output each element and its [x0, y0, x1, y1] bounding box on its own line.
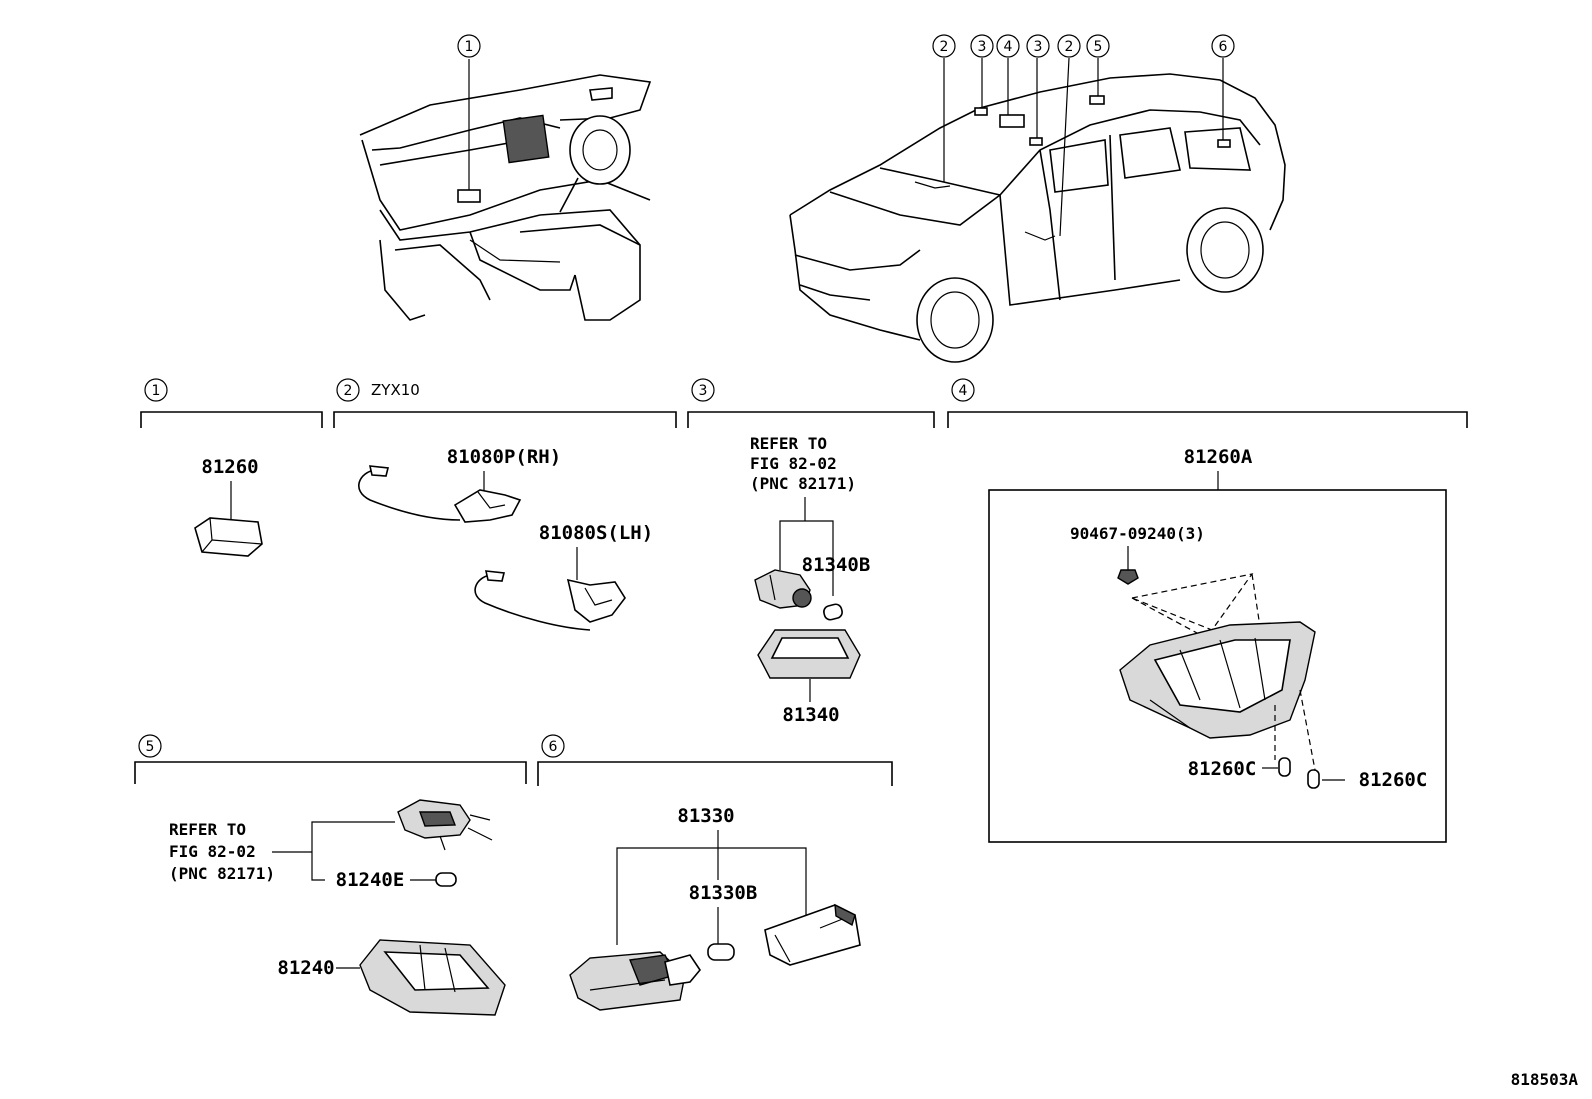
- part-81330-socket-drawing: [664, 954, 701, 986]
- part-81330-housing-drawing: [764, 903, 861, 966]
- group-4: 4 81260A 90467-09240(3) 81260C: [947, 378, 1468, 843]
- part-81330B-bulb-drawing: [707, 943, 735, 961]
- part-number-81260A: 81260A: [1184, 446, 1253, 468]
- part-number-81260: 81260: [201, 456, 258, 478]
- group-2: 2 ZYX10 81080P(RH) 81080S(LH): [333, 378, 677, 631]
- callout-number: 3: [1034, 39, 1043, 55]
- part-81260A-housing-drawing: [1119, 621, 1316, 739]
- callout-number: 2: [1065, 39, 1074, 55]
- callout-number: 6: [1219, 39, 1228, 55]
- callout-circle: [1086, 34, 1110, 58]
- part-81340-lens-drawing: [757, 629, 861, 679]
- part-number-81340B: 81340B: [802, 554, 871, 576]
- callout-circle: [457, 34, 481, 58]
- part-81080P-drawing: [358, 465, 522, 523]
- group-bracket: [134, 761, 527, 784]
- group-number-circle: [144, 378, 168, 402]
- group-number: 2: [344, 383, 353, 399]
- group-6: 6 81330 81330B: [537, 734, 893, 1011]
- callout-number: 1: [465, 39, 474, 55]
- group-number-circle: [691, 378, 715, 402]
- refer-note-line: (PNC 82171): [169, 864, 275, 883]
- part-81080S-drawing: [474, 570, 626, 631]
- refer-note-line: (PNC 82171): [750, 474, 856, 493]
- part-number-81240: 81240: [277, 957, 334, 979]
- assembly-frame: [988, 489, 1447, 843]
- part-number-81080P: 81080P(RH): [447, 446, 561, 468]
- callout-circle: [1211, 34, 1235, 58]
- group-number: 1: [152, 383, 161, 399]
- interior-dashboard-illustration: [359, 59, 652, 321]
- figure-id: 818503A: [1511, 1070, 1579, 1089]
- part-number-81260C-left: 81260C: [1188, 758, 1257, 780]
- group-number-circle: [951, 378, 975, 402]
- part-81240E-bulb-drawing: [435, 872, 457, 887]
- group-bracket: [537, 761, 893, 786]
- group-number: 4: [959, 383, 968, 399]
- callout-number: 4: [1004, 39, 1013, 55]
- part-81260C-bulb-right-drawing: [1307, 769, 1320, 789]
- callout-circle: [1057, 34, 1081, 58]
- callout-circle: [1026, 34, 1050, 58]
- part-90467-screw-drawing: [1117, 569, 1139, 585]
- group-label: ZYX10: [371, 381, 420, 399]
- group-bracket: [947, 411, 1468, 428]
- callout-circle: [996, 34, 1020, 58]
- part-81240-lens-drawing: [359, 939, 506, 1016]
- part-81330-lens-drawing: [569, 951, 686, 1011]
- group-bracket: [140, 411, 323, 428]
- group-number: 6: [549, 739, 558, 755]
- part-socket-g5-drawing: [397, 799, 493, 851]
- group-5: 5 REFER TO FIG 82-02 (PNC 82171) 81240E …: [134, 734, 527, 1016]
- callout-number: 3: [978, 39, 987, 55]
- group-bracket: [687, 411, 935, 428]
- refer-note-line: REFER TO: [169, 820, 246, 839]
- car-illustration: [789, 57, 1286, 363]
- part-number-81330: 81330: [677, 805, 734, 827]
- refer-note-line: FIG 82-02: [750, 454, 837, 473]
- group-number: 3: [699, 383, 708, 399]
- callout-number: 5: [1094, 39, 1103, 55]
- part-socket-drawing: [754, 569, 812, 609]
- group-3: 3 REFER TO FIG 82-02 (PNC 82171) 81340B …: [687, 378, 935, 726]
- part-number-81080S: 81080S(LH): [539, 522, 653, 544]
- callout-number: 2: [940, 39, 949, 55]
- group-number-circle: [138, 734, 162, 758]
- callout-circle: [970, 34, 994, 58]
- part-number-81330B: 81330B: [689, 882, 758, 904]
- part-number-81340: 81340: [782, 704, 839, 726]
- part-81260C-bulb-left-drawing: [1278, 757, 1291, 777]
- group-number-circle: [541, 734, 565, 758]
- part-number-81240E: 81240E: [336, 869, 405, 891]
- group-number-circle: [336, 378, 360, 402]
- part-81340B-bulb-drawing: [823, 603, 843, 621]
- group-bracket: [333, 411, 677, 428]
- part-number-90467: 90467-09240(3): [1070, 524, 1205, 543]
- group-1: 1 81260: [140, 378, 323, 557]
- part-81260-drawing: [194, 517, 263, 557]
- top-callouts: 1 2 3 4 3 2 5 6: [457, 34, 1235, 58]
- part-number-81260C-right: 81260C: [1359, 769, 1428, 791]
- refer-note-line: FIG 82-02: [169, 842, 256, 861]
- callout-circle: [932, 34, 956, 58]
- group-number: 5: [146, 739, 155, 755]
- refer-note-line: REFER TO: [750, 434, 827, 453]
